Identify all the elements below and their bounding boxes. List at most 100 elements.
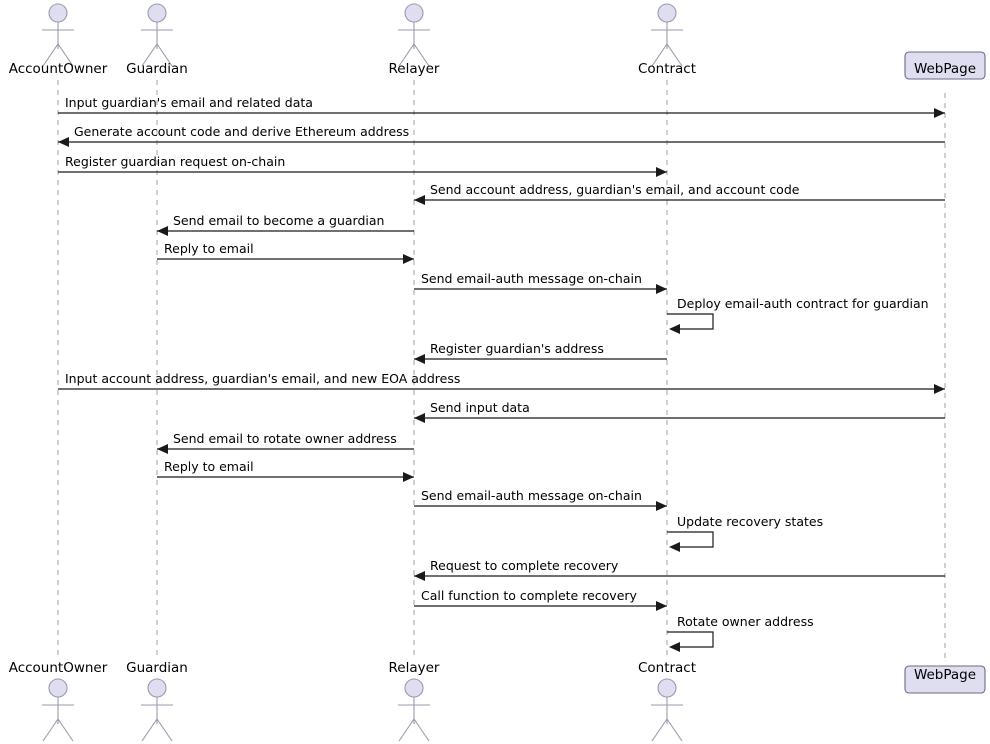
actor-label-guardian: Guardian bbox=[126, 61, 188, 77]
message-1[interactable]: Input guardian's email and related data bbox=[58, 95, 945, 118]
arrow-head-icon bbox=[414, 571, 425, 581]
message-label: Rotate owner address bbox=[677, 614, 814, 629]
message-label: Generate account code and derive Ethereu… bbox=[74, 124, 409, 139]
message-16[interactable]: Request to complete recovery bbox=[414, 558, 945, 581]
actor-head-icon bbox=[657, 678, 677, 698]
message-12[interactable]: Send email to rotate owner address bbox=[157, 431, 414, 454]
lifelines-layer bbox=[57, 80, 946, 662]
participant-box-webpage bbox=[904, 51, 986, 80]
message-13[interactable]: Reply to email bbox=[157, 459, 414, 482]
actor-head-icon bbox=[404, 3, 424, 23]
actor-head-icon bbox=[147, 678, 167, 698]
message-2[interactable]: Generate account code and derive Ethereu… bbox=[58, 124, 945, 147]
actor-leg-left-icon bbox=[398, 718, 415, 742]
message-label: Call function to complete recovery bbox=[421, 588, 638, 603]
actor-leg-left-icon bbox=[398, 43, 415, 67]
message-label: Reply to email bbox=[164, 241, 254, 256]
actor-label-guardian: Guardian bbox=[126, 660, 188, 676]
arrow-head-icon bbox=[656, 501, 667, 511]
participant-box-webpage bbox=[904, 665, 986, 694]
self-message-path bbox=[667, 313, 714, 330]
actor-leg-left-icon bbox=[42, 718, 59, 742]
participant-webpage[interactable]: WebPage bbox=[904, 51, 986, 80]
actor-leg-left-icon bbox=[651, 718, 668, 742]
arrow-head-icon bbox=[414, 195, 425, 205]
arrow-head-icon bbox=[656, 167, 667, 177]
arrow-head-icon bbox=[403, 254, 414, 264]
message-label: Send email-auth message on-chain bbox=[421, 271, 642, 286]
actor-guardian[interactable]: Guardian bbox=[126, 660, 188, 742]
message-10[interactable]: Input account address, guardian's email,… bbox=[58, 371, 945, 394]
participant-webpage[interactable]: WebPage bbox=[904, 665, 986, 694]
actor-leg-right-icon bbox=[156, 43, 173, 67]
actor-head-icon bbox=[48, 678, 68, 698]
message-label: Register guardian's address bbox=[430, 341, 604, 356]
message-label: Send email to become a guardian bbox=[173, 213, 384, 228]
message-label: Input account address, guardian's email,… bbox=[65, 371, 460, 386]
actor-label-relayer: Relayer bbox=[389, 61, 440, 77]
participant-label-webpage: WebPage bbox=[914, 667, 976, 683]
arrow-head-icon bbox=[157, 444, 168, 454]
arrow-head-icon bbox=[669, 542, 680, 552]
actor-head-icon bbox=[404, 678, 424, 698]
message-3[interactable]: Register guardian request on-chain bbox=[58, 154, 667, 177]
message-15[interactable]: Update recovery states bbox=[667, 514, 823, 552]
message-label: Send email-auth message on-chain bbox=[421, 488, 642, 503]
actor-head-icon bbox=[657, 3, 677, 23]
actor-leg-right-icon bbox=[57, 718, 74, 742]
arrow-head-icon bbox=[669, 324, 680, 334]
actor-leg-left-icon bbox=[651, 43, 668, 67]
message-8[interactable]: Deploy email-auth contract for guardian bbox=[667, 296, 929, 334]
message-11[interactable]: Send input data bbox=[414, 400, 945, 423]
actor-label-relayer: Relayer bbox=[389, 660, 440, 676]
actor-accountowner[interactable]: AccountOwner bbox=[9, 660, 108, 742]
message-label: Request to complete recovery bbox=[430, 558, 619, 573]
actor-contract[interactable]: Contract bbox=[638, 660, 696, 742]
actor-head-icon bbox=[147, 3, 167, 23]
arrow-head-icon bbox=[414, 413, 425, 423]
message-7[interactable]: Send email-auth message on-chain bbox=[414, 271, 667, 294]
message-5[interactable]: Send email to become a guardian bbox=[157, 213, 414, 236]
actor-head-icon bbox=[48, 3, 68, 23]
actors-layer: AccountOwnerAccountOwnerGuardianGuardian… bbox=[9, 3, 986, 742]
arrow-head-icon bbox=[934, 384, 945, 394]
actor-leg-right-icon bbox=[156, 718, 173, 742]
message-label: Deploy email-auth contract for guardian bbox=[677, 296, 929, 311]
actor-label-accountowner: AccountOwner bbox=[9, 660, 108, 676]
actor-label-contract: Contract bbox=[638, 660, 696, 676]
self-message-path bbox=[667, 531, 714, 548]
actor-leg-left-icon bbox=[141, 718, 158, 742]
actor-guardian[interactable]: Guardian bbox=[126, 3, 188, 77]
message-4[interactable]: Send account address, guardian's email, … bbox=[414, 182, 945, 205]
message-18[interactable]: Rotate owner address bbox=[667, 614, 814, 652]
actor-leg-right-icon bbox=[666, 718, 683, 742]
actor-relayer[interactable]: Relayer bbox=[389, 660, 440, 742]
message-14[interactable]: Send email-auth message on-chain bbox=[414, 488, 667, 511]
arrow-head-icon bbox=[414, 354, 425, 364]
actor-relayer[interactable]: Relayer bbox=[389, 3, 440, 77]
actor-leg-right-icon bbox=[413, 43, 430, 67]
message-9[interactable]: Register guardian's address bbox=[414, 341, 667, 364]
actor-leg-right-icon bbox=[666, 43, 683, 67]
message-label: Update recovery states bbox=[677, 514, 823, 529]
message-17[interactable]: Call function to complete recovery bbox=[414, 588, 667, 611]
message-label: Input guardian's email and related data bbox=[65, 95, 313, 110]
actor-leg-right-icon bbox=[57, 43, 74, 67]
self-message-path bbox=[667, 631, 714, 648]
message-6[interactable]: Reply to email bbox=[157, 241, 414, 264]
message-label: Send account address, guardian's email, … bbox=[430, 182, 800, 197]
arrow-head-icon bbox=[403, 472, 414, 482]
messages-layer: Input guardian's email and related dataG… bbox=[58, 95, 945, 652]
participant-label-webpage: WebPage bbox=[914, 61, 976, 77]
actor-contract[interactable]: Contract bbox=[638, 3, 696, 77]
actor-accountowner[interactable]: AccountOwner bbox=[9, 3, 108, 77]
actor-leg-left-icon bbox=[141, 43, 158, 67]
arrow-head-icon bbox=[934, 108, 945, 118]
message-label: Register guardian request on-chain bbox=[65, 154, 285, 169]
arrow-head-icon bbox=[157, 226, 168, 236]
message-label: Send input data bbox=[430, 400, 530, 415]
actor-label-accountowner: AccountOwner bbox=[9, 61, 108, 77]
message-label: Send email to rotate owner address bbox=[173, 431, 397, 446]
